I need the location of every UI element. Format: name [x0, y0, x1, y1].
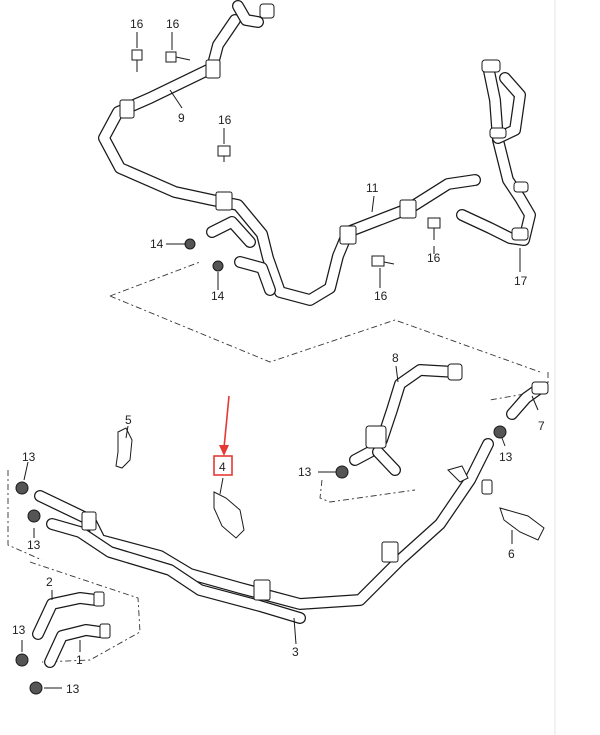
small-bracket	[447, 465, 469, 483]
callout-3: 3	[292, 645, 299, 659]
bolt-16-e	[371, 255, 395, 267]
callout-13-e: 13	[12, 623, 26, 637]
callout-7: 7	[538, 419, 545, 433]
callout-13-b: 13	[298, 465, 312, 479]
bracket-4	[213, 491, 245, 539]
bolt-16-c	[217, 145, 231, 162]
top-connector	[232, 0, 275, 28]
upper-branch-pipe	[206, 216, 276, 296]
callout-6: 6	[508, 547, 515, 561]
hose-17	[456, 59, 536, 246]
clamp-13-f	[29, 681, 43, 695]
callout-13-c: 13	[499, 450, 513, 464]
clamp-13-d	[493, 425, 507, 439]
callout-16-c: 16	[218, 113, 232, 127]
callout-1: 1	[76, 653, 83, 667]
hose-1	[44, 623, 111, 668]
hose-8	[349, 363, 463, 476]
bolt-16-a	[131, 49, 143, 72]
callout-14-a: 14	[150, 237, 164, 251]
clamp-13-c	[335, 465, 349, 479]
clamp-14-b	[212, 260, 224, 272]
bolt-16-b	[165, 51, 191, 63]
bolt-16-d	[427, 217, 441, 240]
callout-5: 5	[125, 413, 132, 427]
upper-assembly-outline	[109, 261, 541, 373]
callout-17: 17	[514, 274, 528, 288]
callout-9: 9	[178, 111, 185, 125]
clamp-13-a	[15, 481, 29, 495]
bracket-5	[115, 427, 133, 469]
highlight-box	[213, 455, 233, 476]
callout-16-b: 16	[166, 17, 180, 31]
callout-16-e: 16	[374, 289, 388, 303]
callout-16-d: 16	[427, 251, 441, 265]
callout-8: 8	[392, 351, 399, 365]
clamp-13-b	[27, 509, 41, 523]
callout-13-d: 13	[27, 538, 41, 552]
clamp-14-a	[184, 238, 196, 250]
upper-coolant-pipe	[98, 14, 481, 306]
clamp-13-e	[15, 653, 29, 667]
callout-13-f: 13	[66, 682, 80, 696]
callout-4: 4	[219, 460, 226, 474]
highlight-marker	[213, 395, 233, 476]
callout-11: 11	[366, 181, 379, 195]
callout-13-a: 13	[22, 450, 36, 464]
lower-coolant-pipe	[34, 438, 494, 624]
lower-leader-lines	[21, 365, 539, 689]
hose-7	[506, 381, 549, 420]
callout-2: 2	[46, 575, 53, 589]
callout-14-b: 14	[211, 289, 225, 303]
highlight-arrowhead	[219, 445, 229, 456]
highlight-arrow	[223, 395, 230, 449]
bracket-6	[499, 507, 545, 541]
upper-leader-lines	[136, 32, 521, 290]
hose-2	[32, 591, 105, 640]
callout-16-a: 16	[130, 17, 144, 31]
